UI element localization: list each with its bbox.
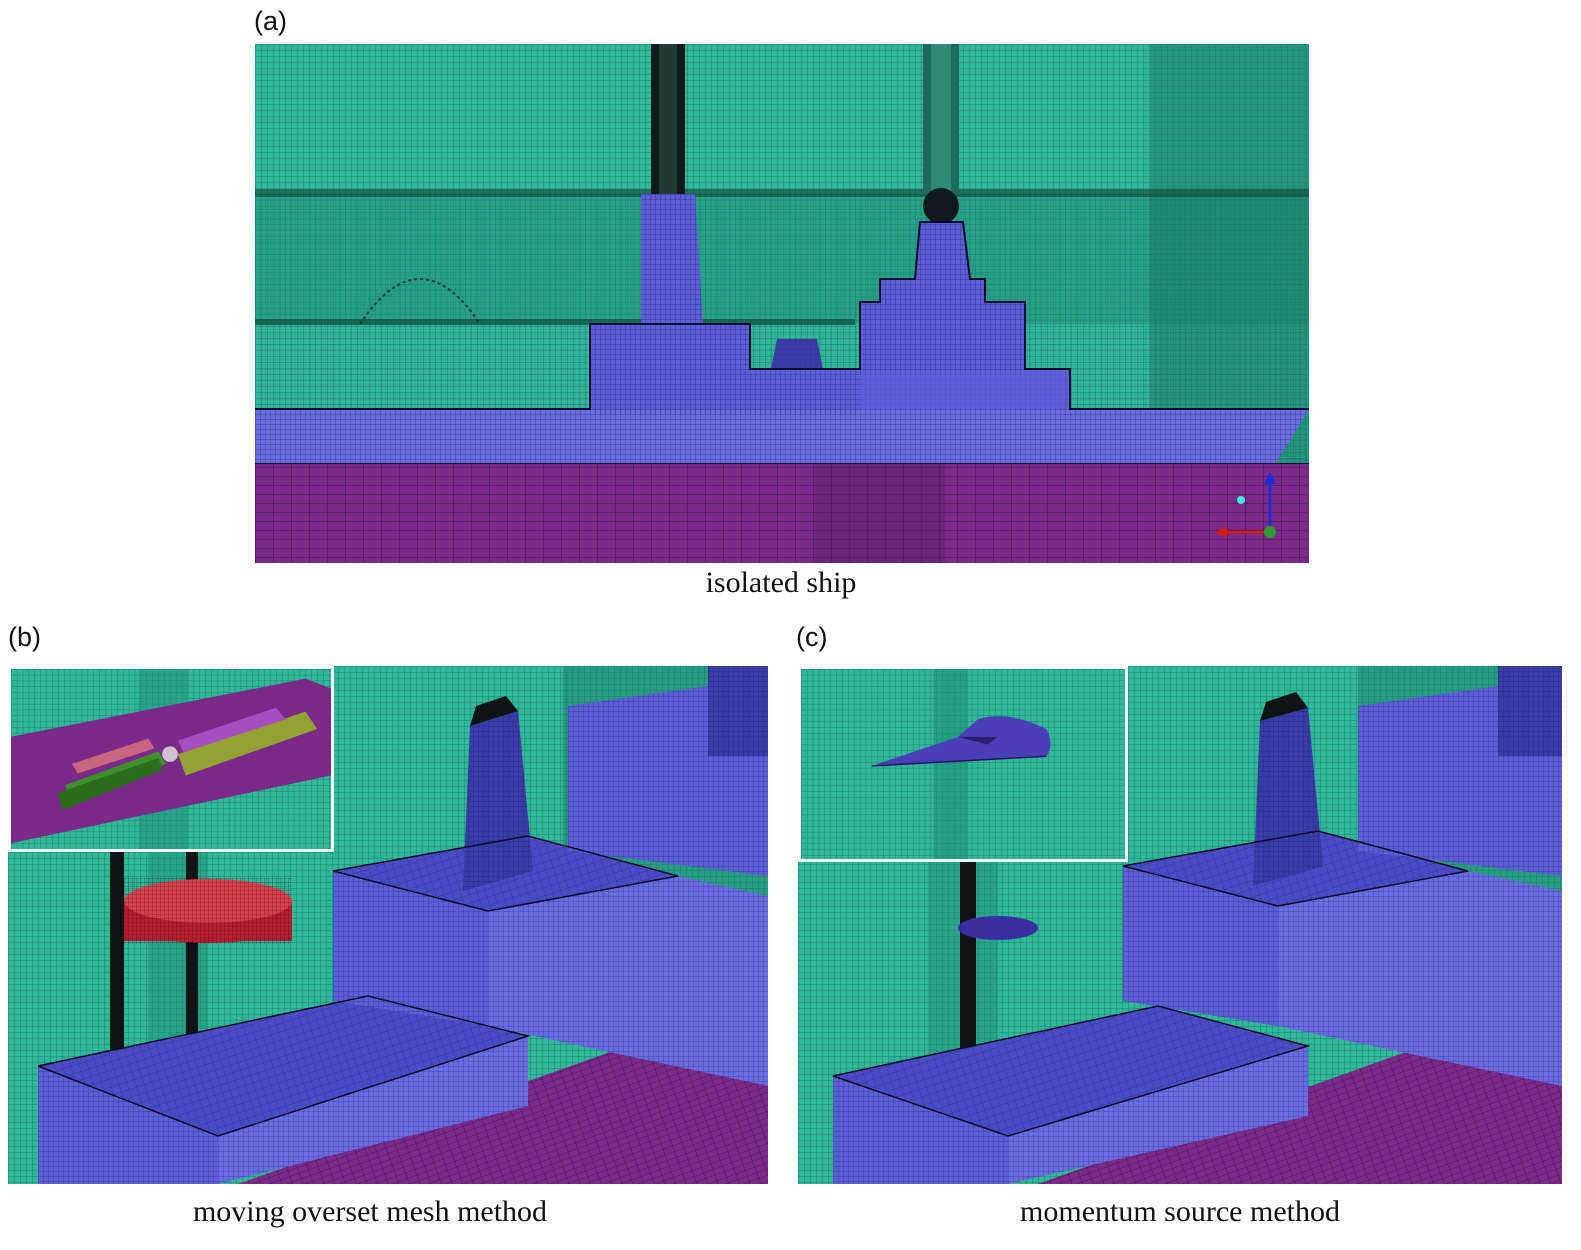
panel-a-isolated-ship-figure	[255, 44, 1309, 563]
panel-c-caption: momentum source method	[1020, 1195, 1340, 1228]
panel-b-letter: (b)	[8, 622, 41, 652]
panel-b-inset-blades	[8, 666, 334, 852]
panel-c-letter: (c)	[796, 622, 828, 652]
panel-b-caption: moving overset mesh method	[192, 1195, 548, 1228]
panel-c-inset-disk	[798, 666, 1128, 862]
panel-a-letter: (a)	[254, 6, 287, 36]
panel-a-caption: isolated ship	[705, 566, 857, 599]
